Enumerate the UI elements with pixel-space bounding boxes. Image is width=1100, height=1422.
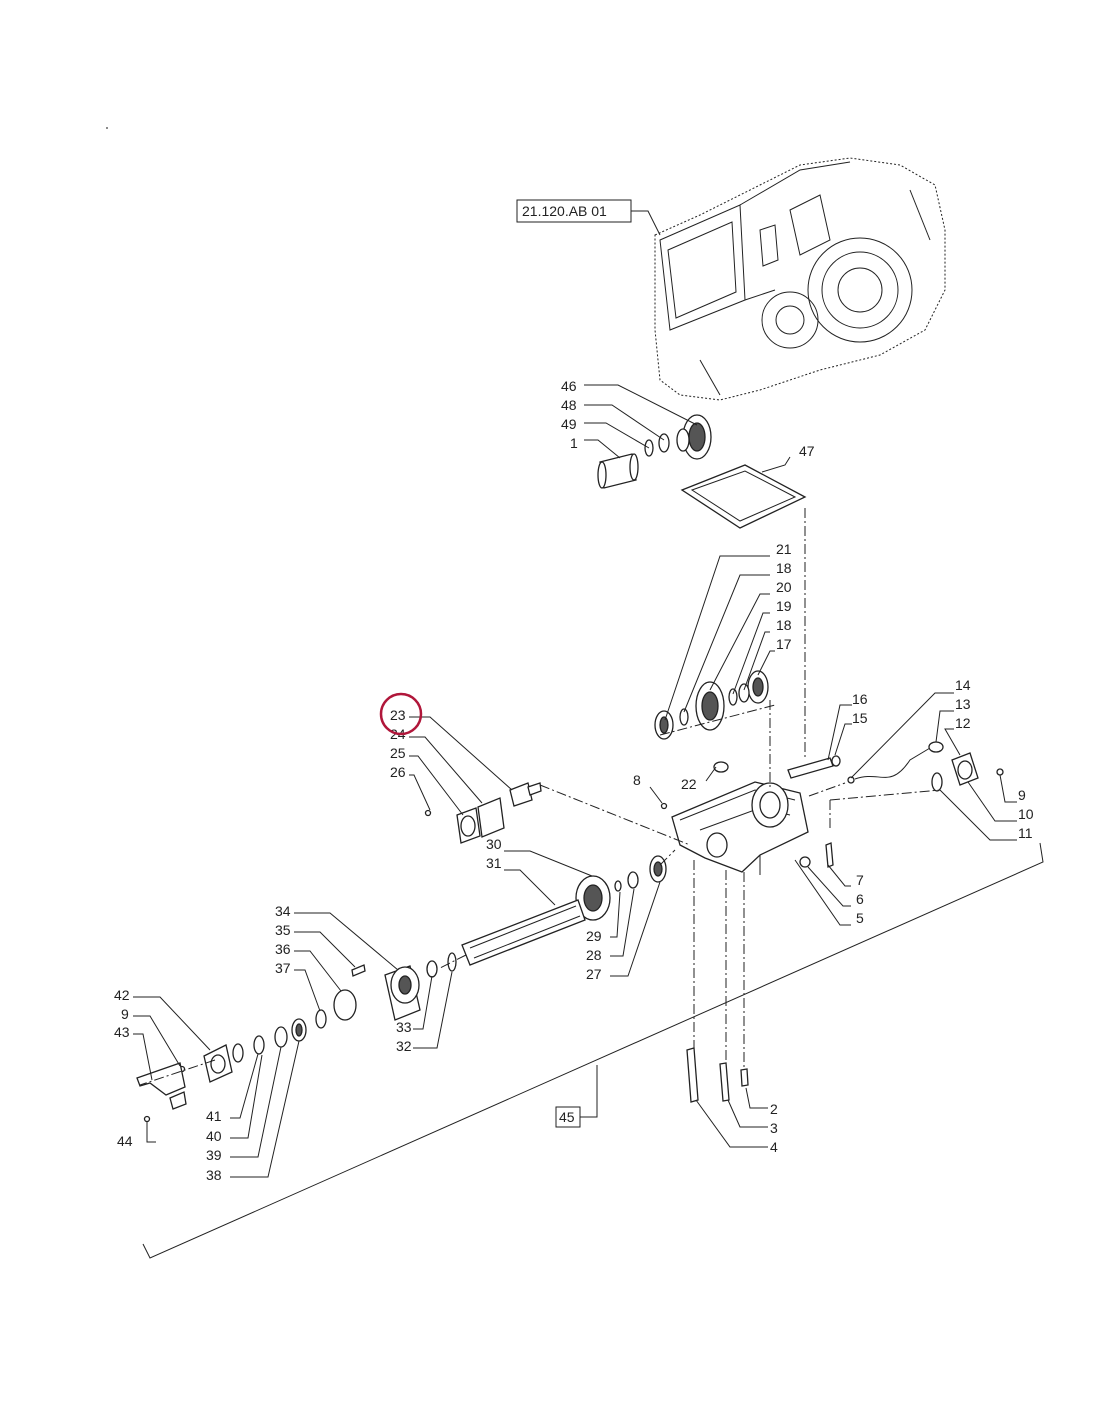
callout-21[interactable]: 21	[776, 541, 792, 557]
transmission-housing-illustration	[654, 157, 946, 401]
gear-cluster-17-21	[654, 670, 769, 740]
callout-41[interactable]: 41	[206, 1108, 222, 1124]
coupling-32-37	[315, 952, 457, 1029]
callout-32[interactable]: 32	[396, 1038, 412, 1054]
callout-10[interactable]: 10	[1018, 806, 1034, 822]
callout-36[interactable]: 36	[275, 941, 291, 957]
bolts-2-4	[686, 1047, 749, 1103]
callout-18b[interactable]: 18	[776, 617, 792, 633]
callout-37[interactable]: 37	[275, 960, 291, 976]
callout-26[interactable]: 26	[390, 764, 406, 780]
callout-13[interactable]: 13	[955, 696, 971, 712]
callout-20[interactable]: 20	[776, 579, 792, 595]
callout-49[interactable]: 49	[561, 416, 577, 432]
stray-mark	[106, 127, 108, 129]
callout-12[interactable]: 12	[955, 715, 971, 731]
callout-33[interactable]: 33	[396, 1019, 412, 1035]
callout-23[interactable]: 23	[390, 707, 406, 723]
assembly-bracket-45	[142, 842, 1044, 1259]
callout-29[interactable]: 29	[586, 928, 602, 944]
callout-14[interactable]: 14	[955, 677, 971, 693]
callout-2[interactable]: 2	[770, 1101, 778, 1117]
callout-9b[interactable]: 9	[121, 1006, 129, 1022]
leader-lines	[133, 384, 1017, 1178]
callout-30[interactable]: 30	[486, 836, 502, 852]
callout-22[interactable]: 22	[681, 776, 697, 792]
callout-3[interactable]: 3	[770, 1120, 778, 1136]
callout-1[interactable]: 1	[570, 435, 578, 451]
pto-shaft-and-gear-27-31	[461, 855, 667, 966]
callout-42[interactable]: 42	[114, 987, 130, 1003]
callout-17[interactable]: 17	[776, 636, 792, 652]
centerlines	[139, 508, 941, 1086]
gasket-47	[680, 464, 807, 529]
callout-labels: 46 48 49 1 47 21 18 20 19 18 17 16 15 14…	[114, 378, 1034, 1183]
callout-19[interactable]: 19	[776, 598, 792, 614]
callout-5[interactable]: 5	[856, 910, 864, 926]
callout-40[interactable]: 40	[206, 1128, 222, 1144]
callout-9a[interactable]: 9	[1018, 787, 1026, 803]
washer-22	[713, 761, 729, 773]
callout-16[interactable]: 16	[852, 691, 868, 707]
callout-35[interactable]: 35	[275, 922, 291, 938]
callout-15[interactable]: 15	[852, 710, 868, 726]
bearing-and-bracket-38-44	[136, 1018, 307, 1123]
callout-7[interactable]: 7	[856, 872, 864, 888]
callout-8[interactable]: 8	[633, 772, 641, 788]
callout-6[interactable]: 6	[856, 891, 864, 907]
callout-18a[interactable]: 18	[776, 560, 792, 576]
assembly-ref-label[interactable]: 45	[559, 1109, 575, 1125]
pto-housing	[660, 781, 834, 875]
callout-34[interactable]: 34	[275, 903, 291, 919]
callout-4[interactable]: 4	[770, 1139, 778, 1155]
callout-25[interactable]: 25	[390, 745, 406, 761]
callout-43[interactable]: 43	[114, 1024, 130, 1040]
gear-46-group	[597, 414, 712, 489]
shaft-15-16	[787, 755, 841, 779]
callout-39[interactable]: 39	[206, 1147, 222, 1163]
sensor-and-cover-23-26	[424, 782, 542, 844]
highlight-circle	[379, 692, 423, 736]
callout-11[interactable]: 11	[1018, 825, 1033, 841]
callout-28[interactable]: 28	[586, 947, 602, 963]
reference-box-label[interactable]: 21.120.AB 01	[522, 203, 607, 219]
callout-44[interactable]: 44	[117, 1133, 133, 1149]
callout-38[interactable]: 38	[206, 1167, 222, 1183]
callout-31[interactable]: 31	[486, 855, 502, 871]
callout-47[interactable]: 47	[799, 443, 815, 459]
callout-27[interactable]: 27	[586, 966, 602, 982]
callout-46[interactable]: 46	[561, 378, 577, 394]
callout-48[interactable]: 48	[561, 397, 577, 413]
sensor-harness-12-14	[847, 741, 1004, 792]
